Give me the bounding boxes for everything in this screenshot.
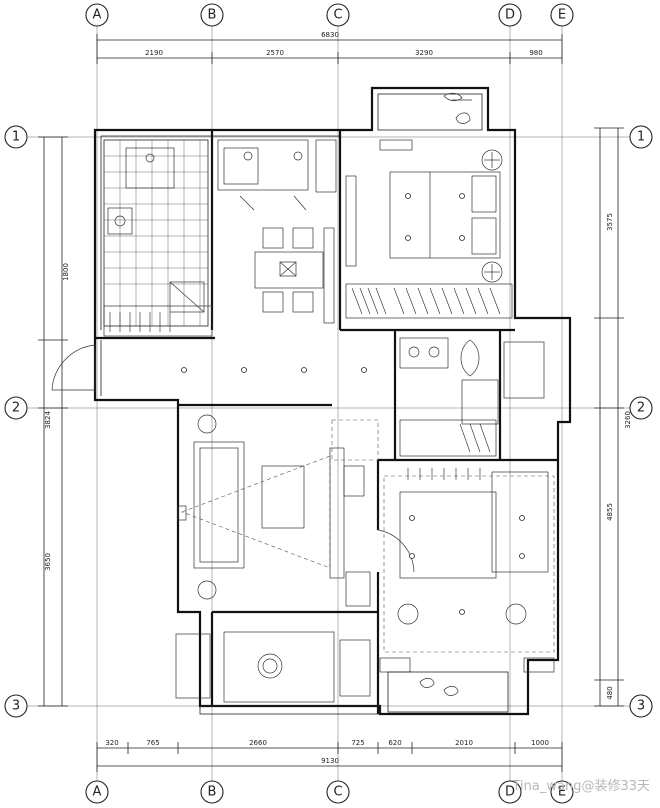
axis-bubble-bottom-c: C bbox=[326, 780, 350, 804]
axis-bubble-top-d: D bbox=[498, 3, 522, 27]
axis-bubble-top-b: B bbox=[200, 3, 224, 27]
dimension-left: 1800 3824 3650 bbox=[38, 136, 70, 707]
svg-text:1: 1 bbox=[12, 130, 20, 145]
watermark: Tina_wang@装修33天 bbox=[512, 779, 651, 794]
master-wardrobe bbox=[345, 283, 513, 319]
svg-text:E: E bbox=[558, 8, 566, 23]
axis-bubble-left-2: 2 bbox=[4, 396, 28, 420]
kitchen-sink bbox=[125, 147, 175, 189]
study-room bbox=[175, 631, 509, 715]
ceiling-lights bbox=[181, 193, 525, 615]
interior-walls bbox=[95, 130, 558, 714]
top-balcony bbox=[377, 92, 483, 131]
dim-top-seg-2: 2570 bbox=[266, 49, 284, 57]
nightstand-lamp bbox=[481, 261, 503, 283]
dining-chair bbox=[292, 227, 314, 249]
kitchen-storage bbox=[103, 305, 213, 337]
master-bed bbox=[345, 139, 503, 283]
svg-text:B: B bbox=[208, 785, 217, 800]
svg-text:3: 3 bbox=[637, 699, 645, 714]
dim-bottom-seg-3: 2660 bbox=[249, 739, 267, 747]
washing-machine bbox=[223, 147, 259, 185]
tv-cabinet bbox=[329, 447, 345, 579]
axis-bubble-bottom-b: B bbox=[200, 780, 224, 804]
dim-right-seg-1: 3575 bbox=[606, 213, 614, 231]
dim-right-seg-2: 3260 bbox=[624, 411, 632, 429]
axis-bubble-right-3: 3 bbox=[629, 694, 653, 718]
axis-bubble-left-1: 1 bbox=[4, 125, 28, 149]
axis-bubble-bottom-a: A bbox=[85, 780, 109, 804]
dim-bottom-seg-6: 2010 bbox=[455, 739, 473, 747]
svg-text:D: D bbox=[505, 8, 515, 23]
kitchen-stove bbox=[107, 207, 133, 235]
shower-tray bbox=[503, 341, 545, 399]
axis-bubble-right-2: 2 bbox=[629, 396, 653, 420]
chair bbox=[505, 603, 527, 625]
svg-text:1: 1 bbox=[637, 130, 645, 145]
toilet bbox=[460, 339, 480, 377]
svg-text:C: C bbox=[333, 785, 342, 800]
dimension-bottom: 320 765 2660 725 620 2010 1000 9130 bbox=[96, 739, 563, 772]
dining-table bbox=[254, 227, 335, 324]
svg-text:C: C bbox=[333, 8, 342, 23]
headboard bbox=[491, 471, 549, 573]
dining-chair bbox=[262, 291, 284, 313]
dim-bottom-seg-4: 725 bbox=[351, 739, 364, 747]
nightstand-lamp bbox=[481, 149, 503, 171]
svg-text:B: B bbox=[208, 8, 217, 23]
dimension-right: 3575 3260 4855 480 bbox=[594, 127, 632, 707]
dim-top-seg-4: 980 bbox=[529, 49, 542, 57]
axis-bubble-right-1: 1 bbox=[629, 125, 653, 149]
dim-bottom-seg-1: 320 bbox=[105, 739, 118, 747]
dim-bottom-seg-7: 1000 bbox=[531, 739, 549, 747]
dim-right-seg-4: 480 bbox=[606, 686, 614, 699]
sofa bbox=[193, 441, 245, 569]
axis-bubble-top-a: A bbox=[85, 3, 109, 27]
kitchen-tile-floor bbox=[103, 139, 209, 327]
living-room bbox=[177, 414, 379, 600]
svg-text:2: 2 bbox=[12, 401, 20, 416]
svg-text:A: A bbox=[93, 785, 102, 800]
dim-right-seg-3: 4855 bbox=[606, 503, 614, 521]
utility-room bbox=[217, 139, 337, 211]
axis-bubble-left-3: 3 bbox=[4, 694, 28, 718]
floor-lamp bbox=[197, 414, 217, 434]
coffee-table bbox=[261, 465, 305, 529]
dim-top-total: 6830 bbox=[321, 31, 339, 39]
axis-bubble-top-c: C bbox=[326, 3, 350, 27]
dim-left-seg-3: 3650 bbox=[44, 553, 52, 571]
floor-lamp bbox=[197, 580, 217, 600]
second-bedroom bbox=[345, 468, 555, 673]
tv-panel bbox=[177, 505, 187, 521]
bathroom bbox=[399, 337, 545, 457]
kitchen-appliance bbox=[169, 281, 205, 313]
axis-bubble-top-e: E bbox=[550, 3, 574, 27]
basin bbox=[408, 346, 420, 358]
dim-top-seg-1: 2190 bbox=[145, 49, 163, 57]
chair bbox=[397, 603, 419, 625]
dim-top-seg-3: 3290 bbox=[415, 49, 433, 57]
dining-chair bbox=[292, 291, 314, 313]
svg-text:2: 2 bbox=[637, 401, 645, 416]
exterior-walls bbox=[93, 86, 572, 716]
svg-text:E: E bbox=[558, 785, 566, 800]
svg-text:A: A bbox=[93, 8, 102, 23]
dim-left-seg-2: 3824 bbox=[44, 411, 52, 429]
bed bbox=[399, 491, 497, 579]
svg-text:3: 3 bbox=[12, 699, 20, 714]
basin bbox=[428, 346, 440, 358]
dim-bottom-seg-2: 765 bbox=[146, 739, 159, 747]
axis-bubble-bottom-d: D bbox=[498, 780, 522, 804]
axis-bubble-bottom-e: E bbox=[550, 780, 574, 804]
svg-text:D: D bbox=[505, 785, 515, 800]
dining-chair bbox=[262, 227, 284, 249]
entry-door bbox=[51, 344, 96, 393]
dim-bottom-seg-5: 620 bbox=[388, 739, 401, 747]
desk bbox=[175, 633, 211, 699]
dim-left-seg-1: 1800 bbox=[62, 263, 70, 281]
round-table bbox=[257, 653, 283, 679]
dim-bottom-total: 9130 bbox=[321, 757, 339, 765]
dimension-top: 6830 2190 2570 3290 980 bbox=[96, 31, 563, 64]
